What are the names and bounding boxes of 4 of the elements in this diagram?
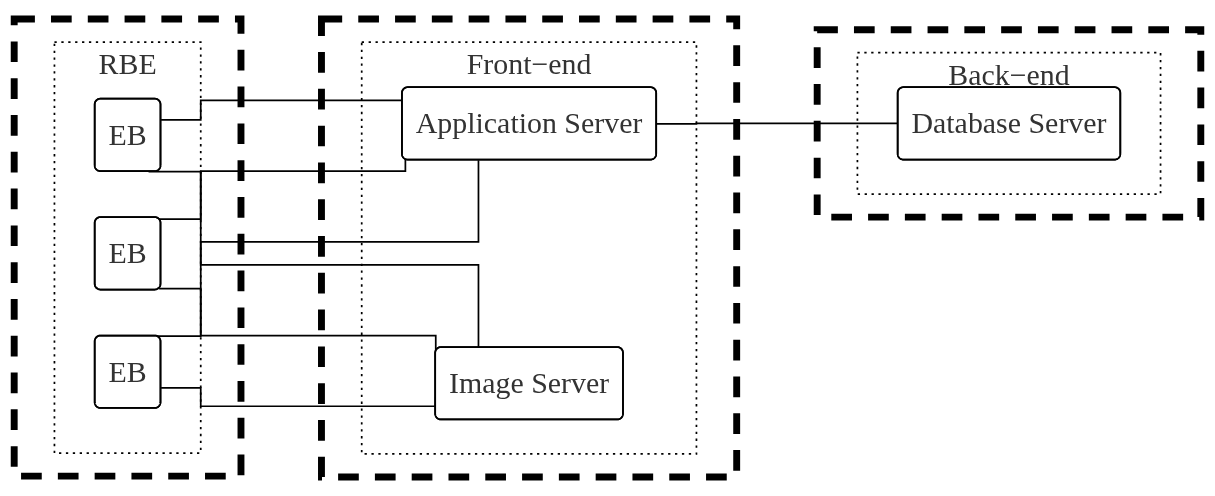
connector xyxy=(158,158,407,220)
cluster xyxy=(10,15,245,480)
cluster xyxy=(318,15,741,481)
cluster xyxy=(813,26,1205,221)
